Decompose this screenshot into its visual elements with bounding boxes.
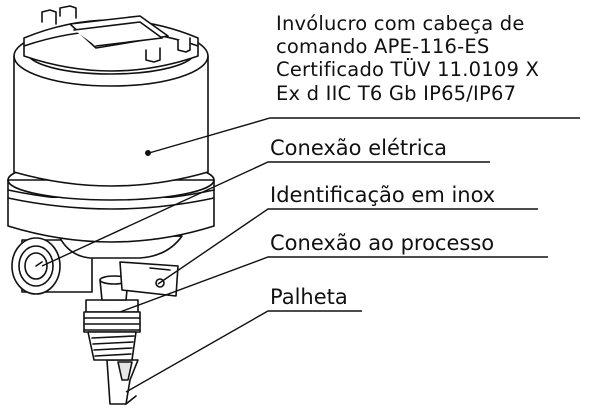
leader-process xyxy=(119,256,548,313)
leader-lines xyxy=(41,117,580,393)
leader-enclosure xyxy=(148,117,580,154)
enclosure-label-line-3: Certificado TÜV 11.0109 X xyxy=(276,58,540,81)
process-connection-label: Conexão ao processo xyxy=(270,231,495,255)
stainless-id-plate xyxy=(119,261,179,297)
paddle-label: Palheta xyxy=(270,285,348,309)
process-connection-part xyxy=(83,275,141,361)
housing-lower-ring xyxy=(7,159,215,243)
command-head xyxy=(23,5,199,72)
leader-electrical xyxy=(41,161,490,267)
enclosure-label-line-1: Invólucro com cabeça de xyxy=(276,12,525,35)
electrical-connection-label: Conexão elétrica xyxy=(270,136,447,160)
leader-id-plate xyxy=(157,208,538,285)
enclosure-label-line-4: Ex d IIC T6 Gb IP65/IP67 xyxy=(276,82,517,105)
leader-paddle xyxy=(125,310,362,393)
enclosure-label-line-2: comando APE-116-ES xyxy=(276,35,490,58)
stainless-id-label: Identificação em inox xyxy=(270,183,496,207)
paddle-part xyxy=(106,359,139,405)
